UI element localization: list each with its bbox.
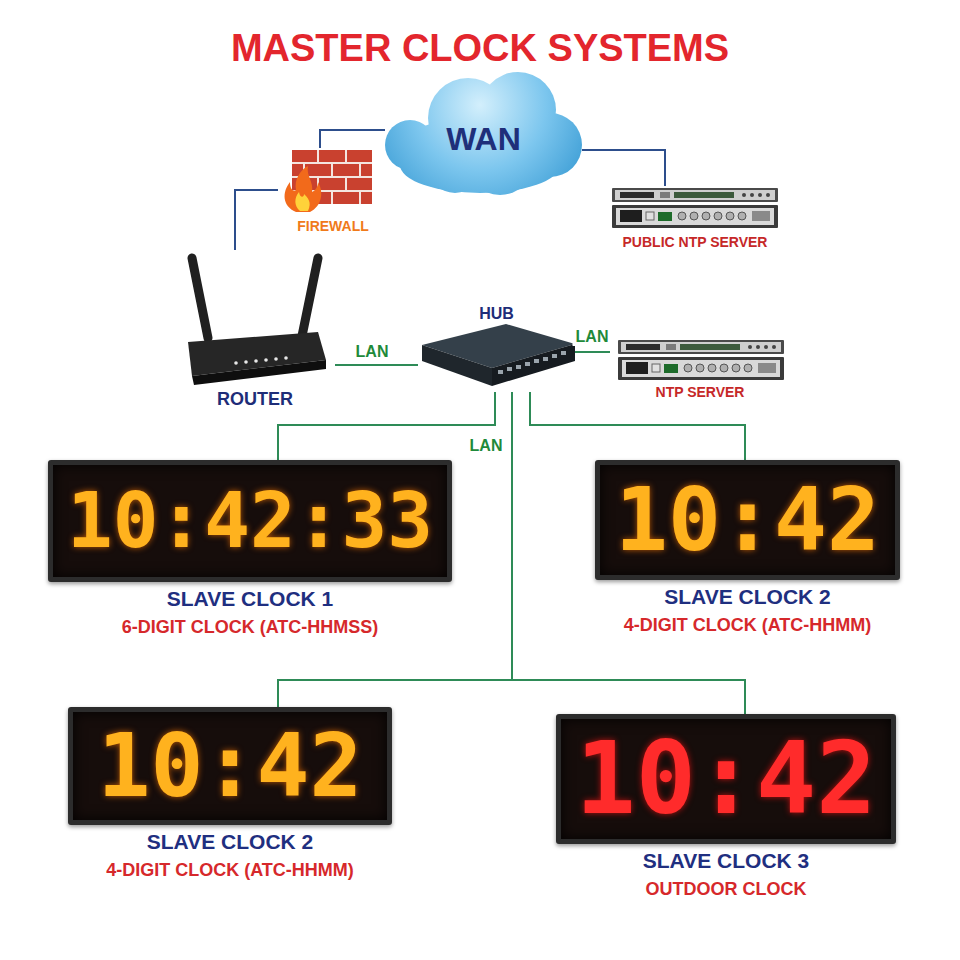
link-label: LAN: [353, 343, 392, 361]
network-cable: [575, 351, 610, 353]
ntp-server-unit: [618, 340, 784, 380]
network-cable: [582, 150, 665, 186]
firewall-node: FIREWALL: [278, 148, 388, 234]
router-front: [192, 360, 326, 385]
device-label: ROUTER: [217, 389, 293, 410]
router-leds: [234, 356, 288, 365]
network-cable: [278, 392, 495, 460]
antenna: [192, 258, 208, 338]
wan-cloud: [385, 72, 582, 195]
network-cable: [335, 364, 418, 366]
network-cable: [530, 392, 745, 460]
clock-model: OUTDOOR CLOCK: [646, 879, 807, 900]
clock-model: 4-DIGIT CLOCK (ATC-HHMM): [106, 860, 354, 881]
device-label: PUBLIC NTP SERVER: [623, 234, 768, 250]
router-node: ROUTER: [175, 250, 335, 410]
clock-name: SLAVE CLOCK 3: [643, 849, 809, 873]
clock-node: 10:42SLAVE CLOCK 2 4-DIGIT CLOCK (ATC-HHM…: [68, 707, 392, 881]
hub-icon: [422, 324, 575, 386]
clock-name: SLAVE CLOCK 2: [147, 830, 313, 854]
clock-node: 10:42:33SLAVE CLOCK 1 6-DIGIT CLOCK (ATC-…: [48, 460, 452, 638]
device-label: NTP SERVER: [656, 384, 745, 400]
network-cable: [235, 190, 278, 250]
clock-model: 4-DIGIT CLOCK (ATC-HHMM): [624, 615, 872, 636]
public-ntp-server-unit: [612, 188, 778, 228]
server-node: PUBLIC NTP SERVER: [600, 186, 790, 250]
clock-digits: 10:42: [98, 722, 363, 810]
clock-digits: 10:42: [575, 729, 876, 829]
clock-model: 6-DIGIT CLOCK (ATC-HHMSS): [122, 617, 379, 638]
clock-name: SLAVE CLOCK 1: [167, 587, 333, 611]
clock-name: SLAVE CLOCK 2: [664, 585, 830, 609]
router-icon: [188, 258, 326, 385]
network-cable: [320, 130, 385, 148]
antenna: [302, 258, 318, 336]
device-label: HUB: [479, 305, 514, 323]
link-label: LAN: [573, 328, 612, 346]
clock-digits: 10:42:33: [67, 483, 433, 559]
device-label: WAN: [446, 121, 521, 158]
hub-front: [492, 344, 575, 386]
page-title: MASTER CLOCK SYSTEMS: [0, 26, 960, 70]
hub-ports: [498, 351, 566, 374]
wan-cloud-node: WAN: [385, 78, 582, 200]
flame-core: [295, 192, 309, 211]
firewall-icon: [285, 150, 372, 212]
flame: [285, 166, 322, 212]
clock-face: 10:42: [556, 714, 896, 844]
clock-digits: 10:42: [615, 476, 880, 564]
clock-node: 10:42SLAVE CLOCK 2 4-DIGIT CLOCK (ATC-HHM…: [595, 460, 900, 636]
server-node: NTP SERVER: [610, 338, 790, 400]
hub-side: [422, 345, 492, 386]
clock-face: 10:42: [68, 707, 392, 825]
hub-node: HUB: [418, 305, 575, 392]
link-label: LAN: [467, 437, 506, 455]
clock-node: 10:42SLAVE CLOCK 3 OUTDOOR CLOCK: [556, 714, 896, 900]
clock-face: 10:42:33: [48, 460, 452, 582]
device-label: FIREWALL: [297, 218, 369, 234]
clock-face: 10:42: [595, 460, 900, 580]
